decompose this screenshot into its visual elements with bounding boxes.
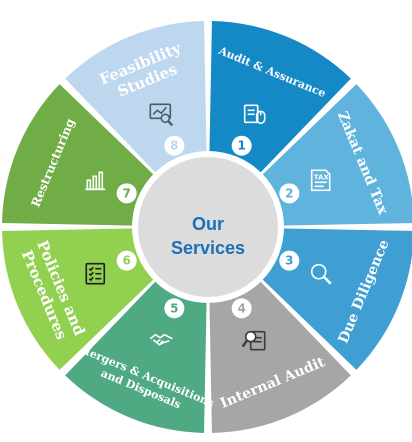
number-badge [279, 183, 300, 204]
number-badge-text: 7 [123, 186, 131, 200]
number-badge [279, 250, 300, 271]
analytics-screen-icon [149, 103, 174, 127]
number-badge-text: 6 [123, 254, 131, 268]
number-badge-text: 3 [285, 254, 293, 268]
magnified-document-icon [241, 330, 266, 351]
number-badge-text: 8 [170, 139, 178, 153]
center-circle [138, 157, 278, 297]
number-badge-text: 4 [237, 301, 245, 315]
number-badge-text: 2 [285, 186, 293, 200]
document-mouse-icon [243, 104, 266, 125]
bar-chart-icon [85, 171, 106, 191]
number-badge [116, 183, 137, 204]
checklist-icon [85, 262, 106, 285]
number-badge-text: 1 [237, 139, 245, 153]
center-hub: Our Services [132, 151, 284, 303]
number-badge [164, 135, 185, 156]
center-title-line1: Our [192, 214, 224, 234]
number-badge [231, 135, 252, 156]
number-badge [116, 250, 137, 271]
svg-text:TAX: TAX [314, 173, 330, 181]
number-badge [164, 298, 185, 319]
number-badge-text: 5 [170, 301, 178, 315]
number-badge [231, 298, 252, 319]
magnifier-icon [310, 263, 332, 285]
handshake-icon [149, 333, 173, 346]
tax-document-icon: TAX [310, 169, 331, 192]
center-title-line2: Services [171, 238, 245, 258]
